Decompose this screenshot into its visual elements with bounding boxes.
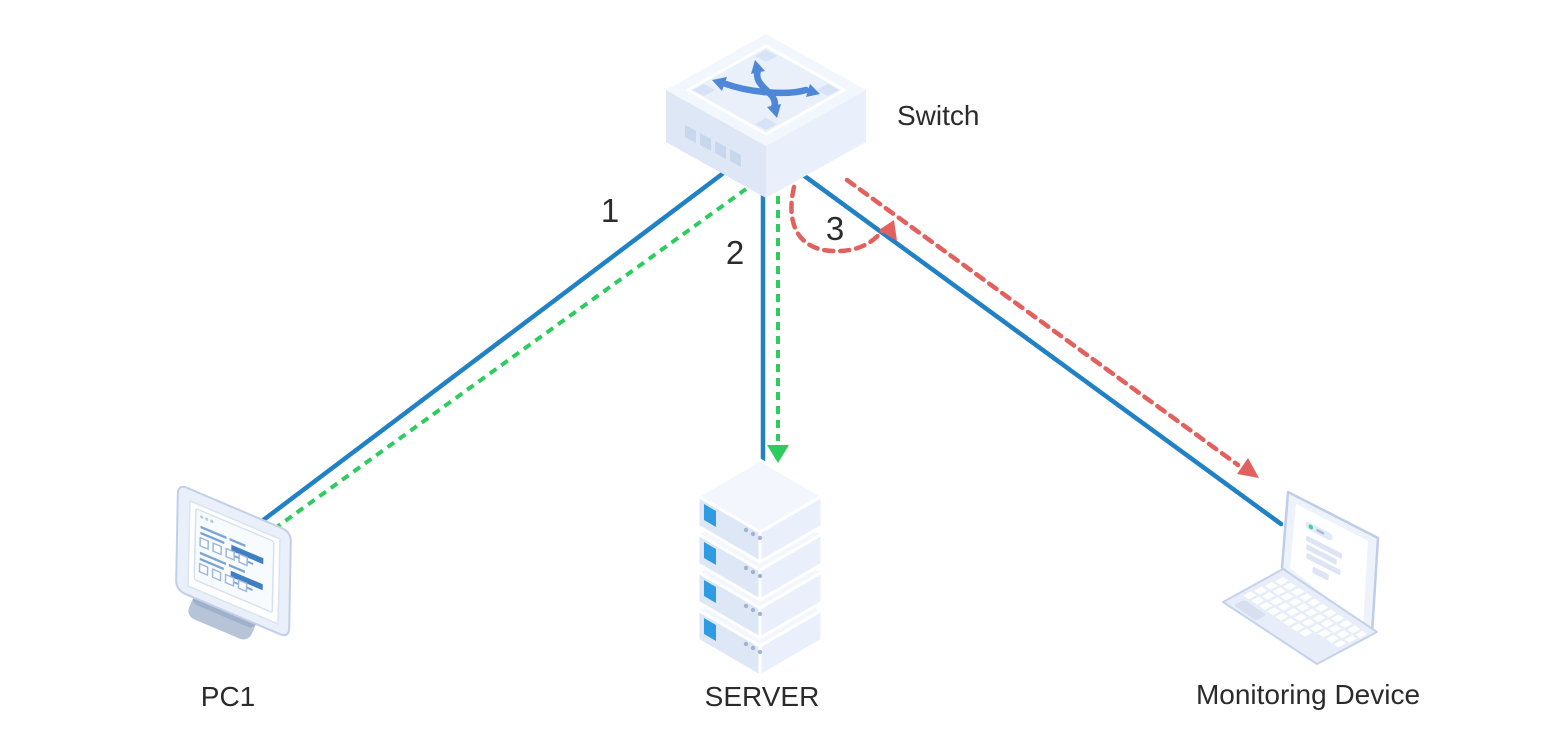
- pc1-label: PC1: [201, 681, 255, 712]
- switch-crossed-arrows-icon: [712, 60, 820, 118]
- laptop-icon: [1222, 490, 1380, 665]
- node-pc1: PC1: [175, 485, 292, 712]
- flow-source-traffic: [272, 187, 789, 531]
- port-labels: 1 2 3: [601, 192, 844, 271]
- node-server: SERVER: [696, 458, 824, 712]
- link-switch-monitor: [781, 158, 1284, 527]
- flow-pc1-to-switch: [272, 187, 748, 531]
- mirror-loop-arc: [789, 184, 886, 254]
- green-arrowhead-icon: [767, 445, 789, 463]
- node-switch: Switch: [666, 34, 979, 198]
- physical-links: [259, 144, 1284, 527]
- server-label: SERVER: [705, 681, 820, 712]
- flow-switch-to-monitor: [844, 177, 1241, 468]
- network-switch-icon: [666, 34, 866, 198]
- switch-label: Switch: [897, 100, 979, 131]
- red-end-arrowhead-icon: [1237, 458, 1259, 478]
- node-monitoring-device: Monitoring Device: [1196, 490, 1420, 710]
- laptop-keys: [1243, 577, 1368, 648]
- red-mid-arrowhead-icon: [879, 220, 897, 241]
- port-label-1: 1: [601, 192, 619, 229]
- port-label-2: 2: [726, 234, 744, 271]
- flow-mirrored-traffic: [789, 177, 1259, 478]
- monitoring-device-label: Monitoring Device: [1196, 679, 1420, 710]
- laptop-display-content: [1305, 521, 1343, 581]
- desktop-computer-icon: [175, 485, 292, 640]
- link-switch-pc1: [259, 144, 761, 524]
- server-stack-icon: [696, 458, 824, 678]
- switch-ports: [685, 125, 741, 167]
- laptop-touchpad: [1234, 600, 1266, 620]
- monitor-screen-content: [193, 508, 275, 613]
- port-label-3: 3: [826, 210, 844, 247]
